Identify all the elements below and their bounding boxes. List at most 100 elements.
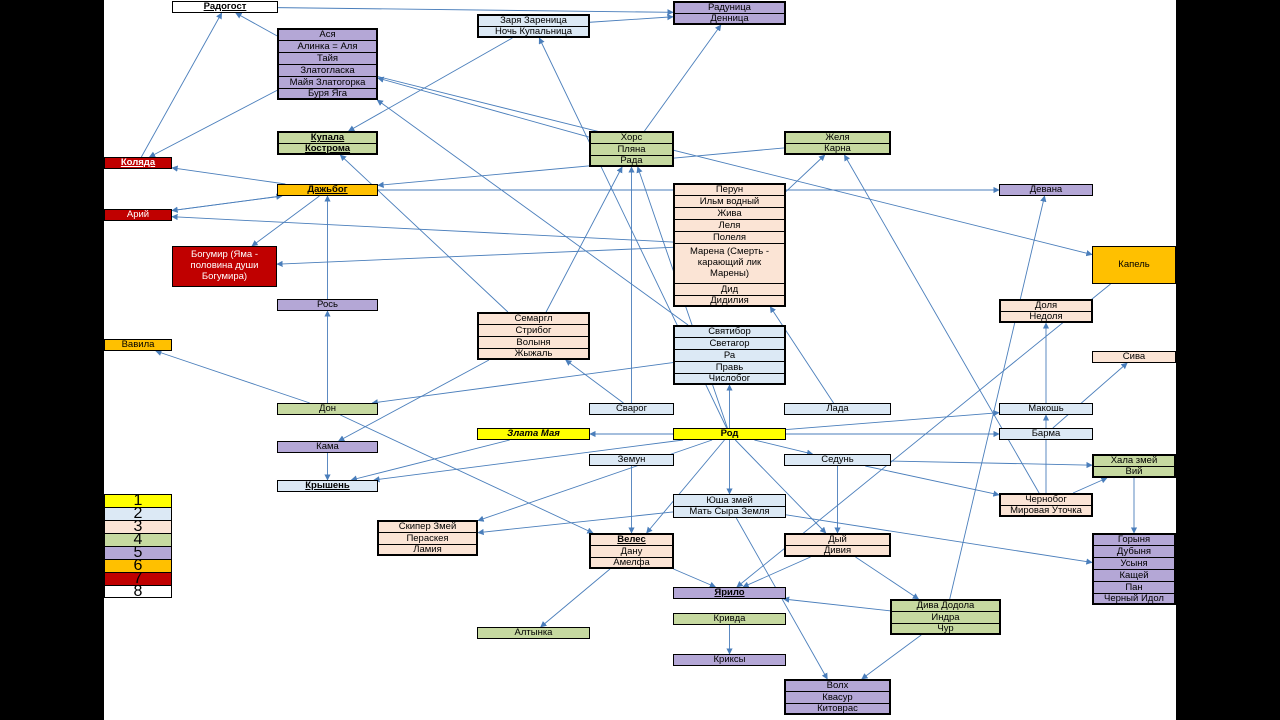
- node-line: Чернобог: [999, 493, 1093, 505]
- node-line: Радогост: [172, 1, 278, 13]
- node-line: Амелфа: [589, 557, 674, 569]
- node-rod[interactable]: Род: [673, 428, 786, 440]
- node-devana[interactable]: Девана: [999, 184, 1093, 196]
- connection-arrow: [171, 195, 283, 213]
- node-line: Марена (Смерть - карающий лик Марены): [673, 243, 786, 283]
- node-dazhbog[interactable]: Дажьбог: [277, 184, 378, 196]
- node-line: Купала: [277, 131, 378, 143]
- legend-item: 4: [104, 533, 172, 546]
- node-line: Криксы: [673, 654, 786, 666]
- connection-arrow: [673, 568, 717, 588]
- connection-arrow: [140, 12, 223, 158]
- connection-arrow: [949, 195, 1047, 600]
- connection-arrow: [861, 634, 922, 680]
- node-line: Светагор: [673, 337, 786, 349]
- node-line: Дид: [673, 282, 786, 295]
- node-kryshen[interactable]: Крышень: [277, 480, 378, 492]
- node-zemun[interactable]: Земун: [589, 454, 674, 466]
- node-altynka[interactable]: Алтынка: [477, 627, 590, 639]
- node-makosh[interactable]: Макошь: [999, 403, 1093, 415]
- node-zlata-maya[interactable]: Злата Мая: [477, 428, 590, 440]
- node-line: Вий: [1092, 466, 1176, 478]
- node-ros[interactable]: Рось: [277, 299, 378, 311]
- node-line: Дон: [277, 403, 378, 415]
- node-line: Китоврас: [784, 703, 891, 715]
- node-line: Дубыня: [1092, 545, 1176, 557]
- node-line: Жива: [673, 207, 786, 219]
- node-line: Арий: [104, 209, 172, 221]
- connection-arrow: [782, 596, 891, 612]
- node-kolyada[interactable]: Коляда: [104, 157, 172, 169]
- node-line: Алтынка: [477, 627, 590, 639]
- node-line: Жыжаль: [477, 348, 590, 360]
- node-line: Земун: [589, 454, 674, 466]
- node-line: Хала змей: [1092, 454, 1176, 466]
- node-lada[interactable]: Лада: [784, 403, 891, 415]
- node-line: Черный Идол: [1092, 593, 1176, 605]
- connection-arrow: [171, 165, 286, 185]
- node-bogumir[interactable]: Богумир (Яма - половина души Богумира): [172, 246, 277, 287]
- legend-item: 6: [104, 559, 172, 572]
- connection-arrow: [785, 410, 1000, 430]
- node-krivda[interactable]: Кривда: [673, 613, 786, 625]
- node-line: Златогласка: [277, 64, 378, 76]
- node-kapel[interactable]: Капель: [1092, 246, 1176, 284]
- node-siva[interactable]: Сива: [1092, 351, 1176, 363]
- node-line: Индра: [890, 611, 1001, 623]
- node-line: Сварог: [589, 403, 674, 415]
- legend-item: 3: [104, 520, 172, 533]
- node-barma[interactable]: Барма: [999, 428, 1093, 440]
- node-line: Кострома: [277, 143, 378, 155]
- node-kama[interactable]: Кама: [277, 441, 378, 453]
- connection-arrow: [371, 362, 674, 406]
- connection-arrow: [855, 556, 920, 600]
- legend-item: 5: [104, 546, 172, 559]
- node-radogost[interactable]: Радогост: [172, 1, 278, 13]
- node-sedun[interactable]: Седунь: [784, 454, 891, 466]
- node-line: Мировая Уточка: [999, 505, 1093, 517]
- node-svarog[interactable]: Сварог: [589, 403, 674, 415]
- node-line: Ильм водный: [673, 195, 786, 207]
- connection-arrow: [171, 213, 674, 243]
- node-yarilo[interactable]: Ярило: [673, 587, 786, 599]
- node-line: Род: [673, 428, 786, 440]
- node-line: Майя Златогорка: [277, 76, 378, 88]
- node-line: Коляда: [104, 157, 172, 169]
- node-line: Пляна: [589, 143, 674, 155]
- node-kriksy[interactable]: Криксы: [673, 654, 786, 666]
- node-ariy[interactable]: Арий: [104, 209, 172, 221]
- connection-arrow: [545, 166, 623, 313]
- node-line: Полеля: [673, 231, 786, 243]
- legend-item: 1: [104, 494, 172, 507]
- node-vavila[interactable]: Вавила: [104, 339, 172, 351]
- legend-item: 8: [104, 585, 172, 598]
- connection-arrow: [477, 511, 674, 536]
- node-line: Заря Зареница: [477, 14, 590, 26]
- node-line: Богумир (Яма - половина души Богумира): [172, 246, 277, 287]
- node-don[interactable]: Дон: [277, 403, 378, 415]
- connection-arrow: [589, 13, 674, 23]
- node-line: Квасур: [784, 691, 891, 703]
- node-line: Капель: [1092, 246, 1176, 284]
- node-line: Велес: [589, 533, 674, 545]
